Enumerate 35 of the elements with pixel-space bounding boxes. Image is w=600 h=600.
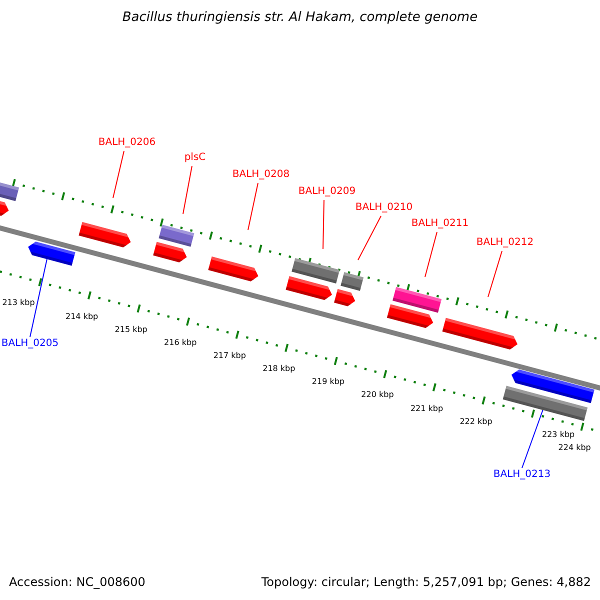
gene-label: plsC xyxy=(184,152,206,164)
gene-block xyxy=(502,386,588,421)
leader-line xyxy=(248,182,258,230)
scale-label: 217 kbp xyxy=(213,351,246,361)
gene-label: BALH_0205 xyxy=(1,338,59,350)
leader-line xyxy=(488,250,502,298)
leader-line xyxy=(522,410,544,468)
scale-label: 216 kbp xyxy=(164,338,197,348)
scale-label: 219 kbp xyxy=(312,377,344,388)
scale-label: 214 kbp xyxy=(66,312,98,322)
scale-label: 218 kbp xyxy=(262,364,296,374)
scale-label: 224 kbp xyxy=(558,442,591,453)
gene-label: BALH_0206 xyxy=(98,137,156,149)
gene-label: BALH_0211 xyxy=(411,218,469,230)
gene-label: BALH_0212 xyxy=(476,237,534,249)
gene-label: BALH_0213 xyxy=(493,469,551,481)
scale-label: 215 kbp xyxy=(114,324,148,335)
leader-line xyxy=(322,200,324,250)
leader-line xyxy=(424,232,438,278)
leader-line xyxy=(358,216,382,260)
footer-text: Topology: circular; Length: 5,257,091 bp; Genes: 4,882 xyxy=(261,575,591,589)
gene-label: BALH_0208 xyxy=(232,169,290,181)
scale-label: 223 kbp xyxy=(542,430,575,440)
title: Bacillus thuringiensis str. Al Hakam, complete genome xyxy=(121,10,479,26)
leader-line xyxy=(112,150,124,198)
leader-line xyxy=(182,166,192,214)
footer-text: Accession: NC_008600 xyxy=(9,575,146,589)
gene-arrow xyxy=(28,242,76,266)
gene-label: BALH_0209 xyxy=(298,186,356,198)
scale-label: 213 kbp xyxy=(2,298,35,308)
scale-label: 221 kbp xyxy=(410,404,444,414)
gene-label: BALH_0210 xyxy=(355,202,413,214)
scale-label: 220 kbp xyxy=(361,390,394,400)
scale-label: 222 kbp xyxy=(460,416,492,427)
leader-line xyxy=(30,258,48,338)
